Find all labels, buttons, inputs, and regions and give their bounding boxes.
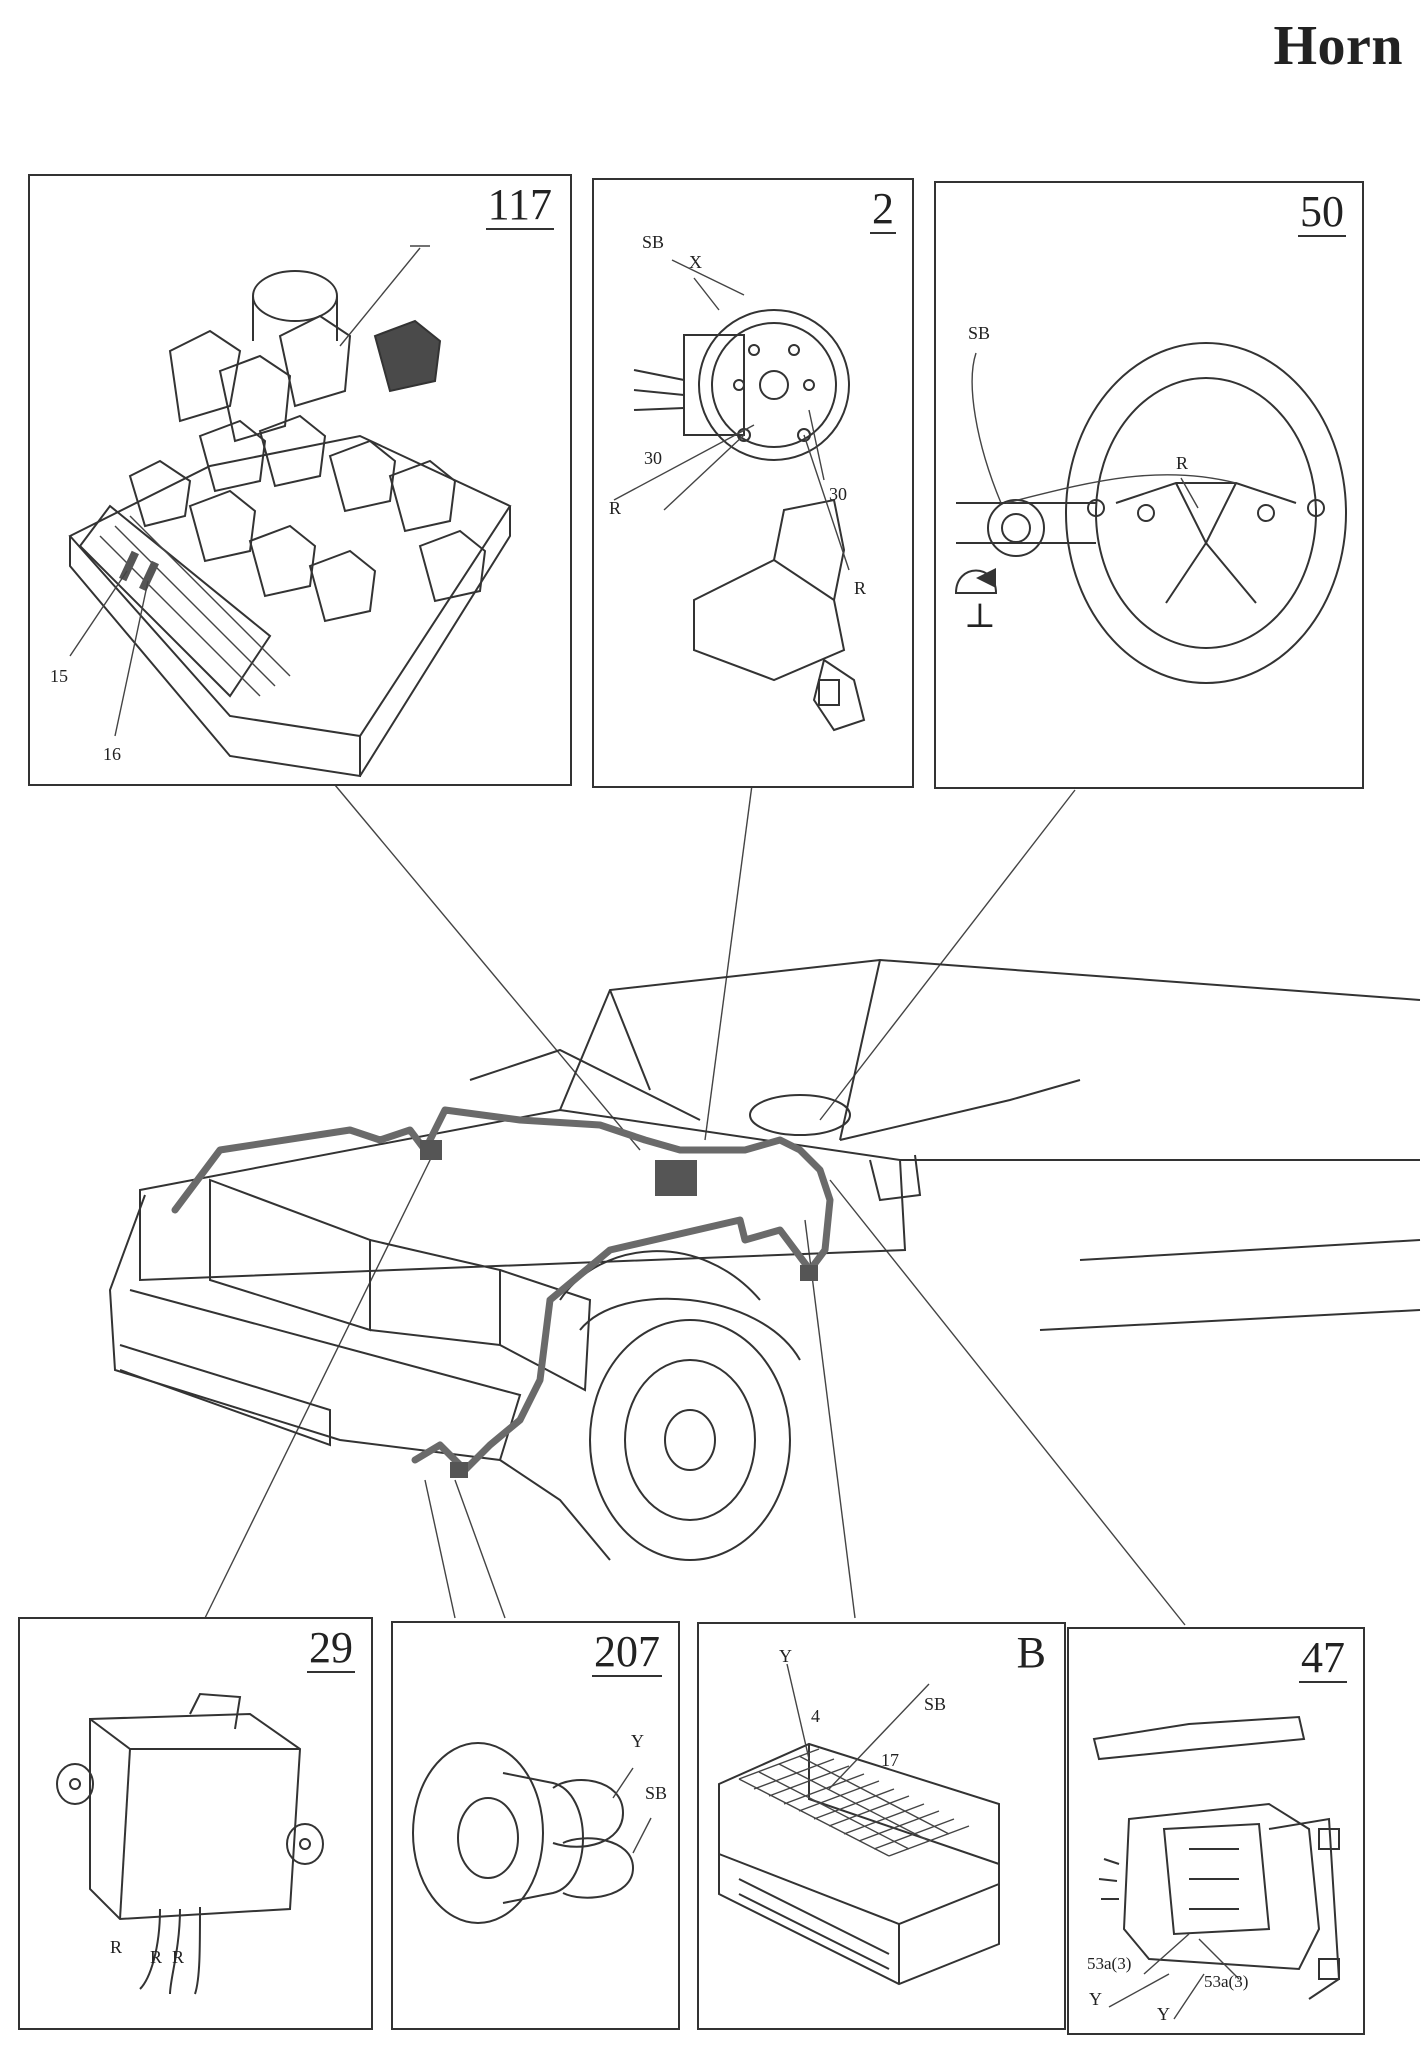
panel-2-ignition-switch: 2 SB X 30 R 30 R bbox=[592, 178, 914, 788]
pin-label-17: 17 bbox=[881, 1750, 899, 1770]
relay-box-drawing bbox=[68, 245, 512, 778]
panel-number: 50 bbox=[1298, 187, 1346, 238]
wire-label-sb: SB bbox=[968, 323, 991, 343]
front-wheel bbox=[579, 1297, 801, 1561]
connector-grid bbox=[738, 1748, 970, 1857]
horn-drawing bbox=[412, 1742, 652, 1924]
wire-label-r-b: R bbox=[854, 578, 867, 598]
panel-number: 47 bbox=[1299, 1633, 1347, 1684]
fuse-label-15: 15 bbox=[50, 666, 68, 686]
wire-label-r: R bbox=[1176, 453, 1189, 473]
ignition-switch-drawing bbox=[613, 259, 866, 732]
panel-117-central-electrical-unit: 117 bbox=[28, 174, 572, 786]
interior-steering-wheel bbox=[749, 1094, 851, 1136]
panel-47-stalk-switch: 47 53a(3) 53a(3) Y Y bbox=[1067, 1627, 1365, 2035]
wire-label-sb: SB bbox=[642, 232, 665, 252]
terminal-label-53a-1: 53a(3) bbox=[1087, 1954, 1132, 1973]
terminal-label-30b: 30 bbox=[829, 484, 847, 504]
wire-label-y: Y bbox=[631, 1731, 644, 1751]
panel-number: 29 bbox=[307, 1623, 355, 1674]
wire-label-y1: Y bbox=[1089, 1989, 1102, 2009]
wiring-harness bbox=[171, 1106, 834, 1478]
terminal-label-53a-2: 53a(3) bbox=[1204, 1972, 1249, 1991]
panel-number: 2 bbox=[870, 184, 896, 235]
wire-label-y2: Y bbox=[1157, 2004, 1170, 2024]
horn-relay-highlight bbox=[373, 319, 442, 393]
ground-arrow bbox=[976, 568, 996, 588]
page-title: Horn bbox=[1273, 15, 1403, 77]
panel-b-connector: B Y 4 SB 17 bbox=[697, 1622, 1066, 2030]
wire-label-r2: R bbox=[150, 1947, 163, 1967]
pin-label-4: 4 bbox=[811, 1706, 820, 1726]
panel-number: 117 bbox=[485, 180, 554, 231]
terminal-label-30a: 30 bbox=[644, 448, 662, 468]
panel-number: B bbox=[1016, 1628, 1046, 1677]
leader-lines bbox=[204, 784, 1186, 1626]
wire-label-sb: SB bbox=[645, 1783, 668, 1803]
wire-label-r1: R bbox=[110, 1937, 123, 1957]
panel-29-control-module: 29 R R R bbox=[18, 1617, 373, 2030]
wire-label-r3: R bbox=[172, 1947, 185, 1967]
car-outline bbox=[108, 958, 1421, 1561]
steering-wheel-drawing bbox=[954, 342, 1347, 684]
harness-connector-block bbox=[655, 1160, 697, 1196]
panel-number: 207 bbox=[592, 1627, 662, 1678]
wire-label-x: X bbox=[689, 252, 702, 272]
fuse-label-16: 16 bbox=[103, 744, 121, 764]
panel-50-steering-wheel: 50 SB R ⊥ bbox=[934, 181, 1364, 789]
wire-label-y: Y bbox=[779, 1646, 792, 1666]
stalk-switch-drawing bbox=[1092, 1715, 1341, 2020]
wire-label-sb: SB bbox=[924, 1694, 947, 1714]
wire-label-r-a: R bbox=[609, 498, 622, 518]
module-drawing bbox=[56, 1692, 324, 1995]
panel-207-horn: 207 Y SB bbox=[391, 1621, 680, 2030]
ground-symbol: ⊥ bbox=[964, 598, 996, 635]
connector-drawing bbox=[718, 1663, 1000, 1986]
